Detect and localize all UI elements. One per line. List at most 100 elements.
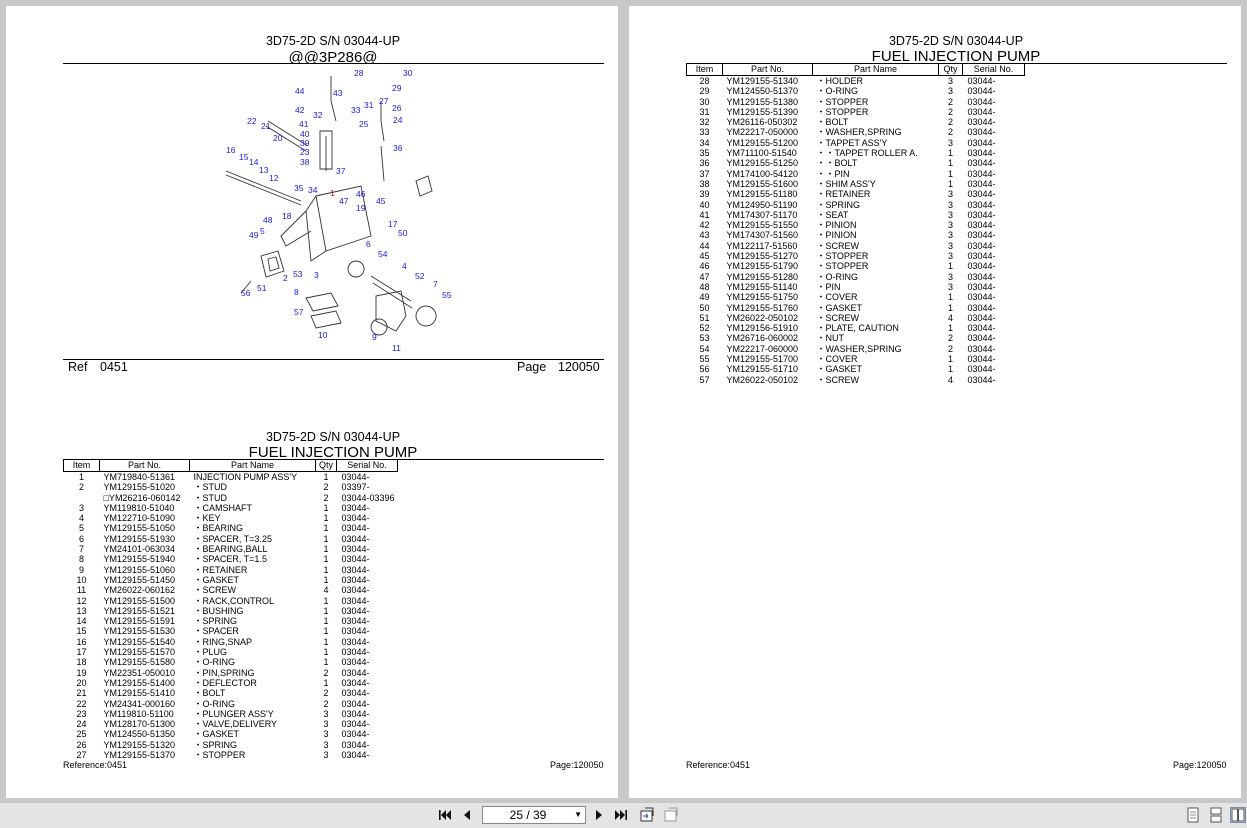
diagram-callout: 30 <box>403 68 413 78</box>
col-part-no-cell: YM129155-51540 <box>103 636 176 647</box>
two-page-view-icon[interactable] <box>1230 807 1246 823</box>
diagram-callout: 37 <box>336 166 346 176</box>
col-item-cell: 55 <box>699 354 710 365</box>
col-qty-cell: 3 <box>323 719 329 730</box>
diagram-callout: 55 <box>442 290 452 300</box>
prev-page-icon[interactable] <box>459 807 475 823</box>
diagram-callout: 16 <box>226 145 236 155</box>
col-part-name-cell: ・PLATE, CAUTION <box>816 323 899 334</box>
col-part-name-cell: ・GASKET <box>193 574 240 585</box>
col-item-cell: 50 <box>699 302 710 313</box>
diagram-callout: 46 <box>356 189 366 199</box>
col-part-no-cell: YM174307-51560 <box>726 230 799 241</box>
diagram-callout: 25 <box>359 119 369 129</box>
col-part-no-cell: YM129155-51380 <box>726 96 799 107</box>
col-item-cell: 56 <box>699 364 710 375</box>
diagram-callout: 39 <box>300 138 310 148</box>
col-item-cell: 54 <box>699 343 710 354</box>
col-part-no-cell: YM129155-51200 <box>726 137 799 148</box>
col-item-cell: 36 <box>699 158 710 169</box>
col-item-cell: 16 <box>76 636 87 647</box>
diagram-part-outline <box>319 130 333 171</box>
col-part-name-header: Part Name <box>812 63 939 76</box>
col-item-cell: 26 <box>76 739 87 750</box>
col-serial-cell: 03044- <box>341 667 370 678</box>
col-part-name-cell: ・GASKET <box>816 364 863 375</box>
col-serial-cell: 03044- <box>967 323 996 334</box>
col-part-no-cell: YM129155-51060 <box>103 564 176 575</box>
col-qty-cell: 1 <box>323 677 329 688</box>
col-serial-cell: 03044- <box>967 374 996 385</box>
col-item-cell: 37 <box>699 168 710 179</box>
col-qty-cell: 1 <box>947 292 953 303</box>
col-part-no-cell: YM26022-060162 <box>103 585 176 596</box>
col-part-no-cell: YM122117-51560 <box>726 240 798 251</box>
col-serial-cell: 03044- <box>341 564 370 575</box>
col-part-name-cell: ・BEARING <box>193 523 244 534</box>
fit-page-icon[interactable] <box>639 807 655 823</box>
fit-width-icon[interactable] <box>663 807 679 823</box>
last-page-icon[interactable] <box>613 807 629 823</box>
col-qty-cell: 1 <box>947 158 953 169</box>
col-qty-cell: 1 <box>323 616 329 627</box>
diagram-callout: 43 <box>333 88 343 98</box>
diagram-callout: 33 <box>351 105 361 115</box>
continuous-view-icon[interactable] <box>1208 807 1224 823</box>
col-serial-cell: 03044- <box>967 240 996 251</box>
col-part-name-cell: ・SPRING <box>816 199 861 210</box>
col-serial-cell: 03044- <box>341 513 370 524</box>
col-part-no-cell: YM129155-51390 <box>726 106 799 117</box>
col-part-name-cell: ・DEFLECTOR <box>193 677 257 688</box>
col-item-cell: 20 <box>76 677 87 688</box>
col-part-name-cell: ・O-RING <box>816 271 859 282</box>
col-item-cell: 53 <box>699 333 710 344</box>
col-qty-cell: 1 <box>947 261 953 272</box>
col-part-no-cell: YM129155-51930 <box>103 533 176 544</box>
col-part-name-cell: ・SCREW <box>816 374 860 385</box>
page-number-select[interactable]: 25 / 39 ▼ <box>482 806 586 824</box>
next-page-icon[interactable] <box>591 807 607 823</box>
col-part-name-cell: ・STOPPER <box>193 750 246 761</box>
first-page-icon[interactable] <box>437 807 453 823</box>
col-qty-cell: 1 <box>323 647 329 658</box>
col-item-cell: 41 <box>699 209 710 220</box>
col-item-cell: 29 <box>699 86 710 97</box>
col-qty-cell: 2 <box>323 492 329 503</box>
col-qty-header: Qty <box>315 459 337 472</box>
col-serial-cell: 03044- <box>341 698 370 709</box>
diagram-part-outline <box>305 195 327 262</box>
col-serial-cell: 03044- <box>967 209 996 220</box>
col-item-cell: 52 <box>699 323 710 334</box>
diagram-callout: 34 <box>308 185 318 195</box>
single-page-view-icon[interactable] <box>1185 807 1201 823</box>
col-qty-cell: 4 <box>947 312 953 323</box>
col-item-cell: 4 <box>78 513 84 524</box>
diagram-callout: 49 <box>249 230 259 240</box>
col-qty-cell: 2 <box>323 482 329 493</box>
diagram-callout: 14 <box>249 157 259 167</box>
col-part-name-cell: ・PLUG <box>193 647 228 658</box>
col-serial-cell: 03044- <box>967 137 996 148</box>
diagram-callout: 20 <box>273 133 283 143</box>
diagram-callout: 21 <box>261 121 271 131</box>
col-item-cell: 34 <box>699 137 710 148</box>
col-serial-cell: 03044- <box>967 117 996 128</box>
col-serial-cell: 03044- <box>967 292 996 303</box>
col-serial-cell: 03044- <box>967 76 996 86</box>
diagram-callout: 28 <box>354 68 364 78</box>
col-qty-cell: 3 <box>947 251 953 262</box>
col-qty-cell: 1 <box>947 168 953 179</box>
col-qty-cell: 3 <box>947 281 953 292</box>
